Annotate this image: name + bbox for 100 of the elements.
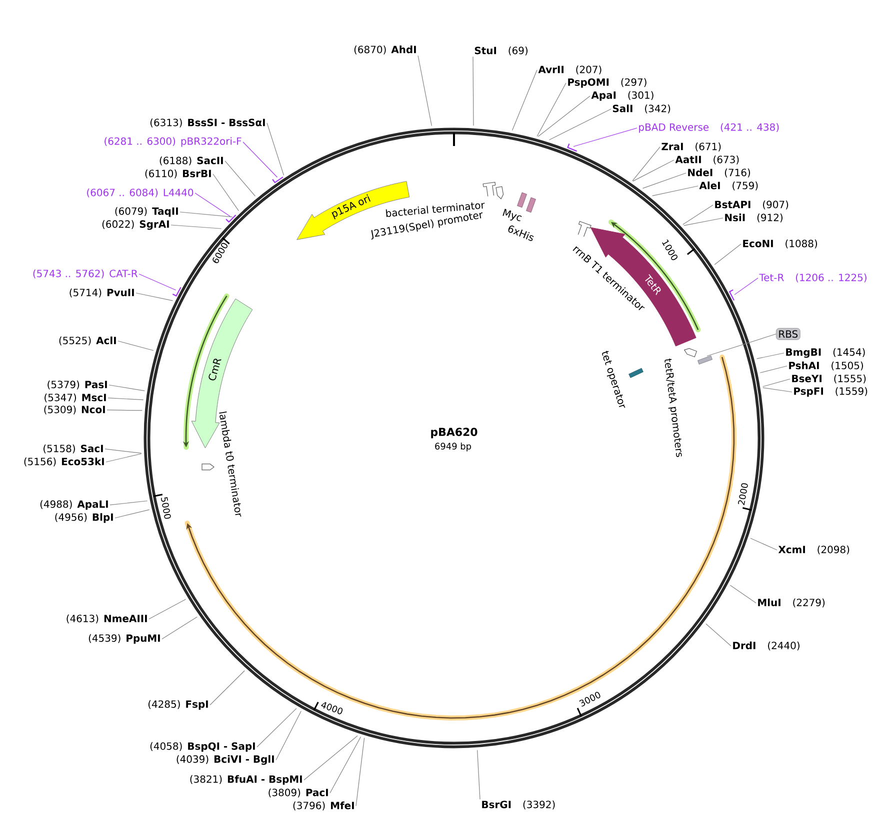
site-label: (5158) SacI <box>44 444 103 454</box>
site-label: NdeI (716) <box>688 168 750 178</box>
site-label: (5714) PvuII <box>70 288 134 298</box>
site-label: (4039) BciVI - BglI <box>176 755 274 765</box>
leader-line <box>714 244 742 265</box>
leader-line <box>756 352 784 360</box>
leader-line <box>162 616 198 640</box>
leader-line <box>266 122 284 176</box>
leader-line <box>734 278 758 295</box>
site-label: (6079) TaqII <box>115 207 178 217</box>
plasmid-name: pBA620 <box>431 428 478 438</box>
tick-label: 4000 <box>321 702 343 714</box>
leader-line <box>108 384 145 392</box>
tick-label: 2000 <box>738 483 748 506</box>
leader-line <box>652 186 698 196</box>
site-label: ZraI (671) <box>662 142 721 152</box>
site-label: StuI (69) <box>474 46 528 56</box>
feature-label: 6xHis <box>508 226 534 241</box>
site-label: BstAPI (907) <box>715 200 788 210</box>
leader-line <box>224 160 256 196</box>
leader-line <box>538 96 590 137</box>
leader-line <box>573 128 638 147</box>
leader-line <box>762 387 792 392</box>
site-label: (6870) AhdI <box>354 46 416 54</box>
leader-line <box>356 738 365 806</box>
leader-line <box>148 598 186 620</box>
leader-line <box>512 70 538 131</box>
site-label: (5525) AclI <box>59 336 116 346</box>
site-label: (4956) BlpI <box>55 513 113 523</box>
feature-label: tetR/tetA promoters <box>664 358 682 458</box>
site-label: PshAI (1505) <box>789 362 863 370</box>
size-label: 6949 bp <box>435 442 472 452</box>
site-label: PspOMI (297) <box>568 78 646 88</box>
leader-line <box>642 172 686 189</box>
site-label: BmgBI (1454) <box>786 348 865 358</box>
site-label: DrdI (2440) <box>733 642 800 650</box>
site-label: AvrII (207) <box>538 66 602 74</box>
primer-label: Tet-R (1206 .. 1225) <box>759 274 866 282</box>
site-label: (4285) FspI <box>148 700 208 710</box>
leader-line <box>210 670 245 706</box>
leader-line <box>730 584 756 604</box>
primer-label: (5743 .. 5762) CAT-R <box>33 270 138 278</box>
site-label: (4539) PpuMI <box>88 634 160 644</box>
feature-label: Myc <box>502 208 522 222</box>
site-label: EcoNI (1088) <box>743 240 818 248</box>
leader-line <box>304 735 358 780</box>
site-label: (6313) BssSI - BssSαI <box>150 118 265 128</box>
site-label: (4058) BspQI - SapI <box>150 742 255 752</box>
site-label: AatII (673) <box>675 156 739 164</box>
tick-label: 5000 <box>161 497 171 519</box>
leader-line <box>108 398 144 400</box>
leader-line <box>684 218 724 226</box>
site-label: MluI (2279) <box>758 598 825 608</box>
leader-line <box>104 448 142 454</box>
site-label: (5309) NcoI <box>44 406 105 414</box>
leader-line <box>706 334 776 356</box>
tick-label: 3000 <box>579 692 600 707</box>
leader-line <box>256 708 297 748</box>
leader-line <box>632 160 674 182</box>
leader-line <box>632 146 660 182</box>
site-label: (5379) PasI <box>48 380 107 390</box>
leader-line <box>180 212 233 218</box>
leader-line <box>418 55 432 126</box>
site-label: BsrGI (3392) <box>482 800 555 810</box>
leader-line <box>330 736 362 794</box>
leader-line <box>682 204 714 225</box>
leader-line <box>212 174 239 212</box>
leader-line <box>114 509 150 518</box>
leader-line <box>118 340 154 351</box>
primer-label: (6067 .. 6084) L4440 <box>87 188 194 198</box>
site-label: PspFI (1559) <box>794 387 868 397</box>
site-label: (6188) SacII <box>160 156 223 166</box>
leader-line <box>170 224 222 229</box>
leader-line <box>194 192 230 217</box>
leader-line <box>477 750 480 800</box>
site-label: (6110) BsrBI <box>145 170 211 178</box>
primer-label: pBAD Reverse (421 .. 438) <box>639 123 779 133</box>
leader-line <box>138 274 176 290</box>
site-label: (5156) Eco53kI <box>24 458 104 466</box>
leader-line <box>106 453 142 462</box>
site-label: (3796) MfeI <box>293 802 354 810</box>
site-label: BseYI (1555) <box>792 374 866 384</box>
leader-line <box>548 108 612 140</box>
site-label: (6022) SgrAI <box>102 220 169 230</box>
site-label: SalI (342) <box>612 104 670 114</box>
site-label: NsiI (912) <box>725 214 782 222</box>
site-label: AleI (759) <box>699 182 758 190</box>
site-label: XcmI (2098) <box>778 546 850 554</box>
site-label: (5347) MscI <box>44 394 106 402</box>
leader-line <box>706 623 732 646</box>
leader-line <box>750 538 778 550</box>
leader-line <box>136 292 174 301</box>
leader-line <box>110 500 148 506</box>
leader-line <box>276 710 302 760</box>
leader-line <box>106 410 143 411</box>
feature-box: RBS <box>776 328 800 340</box>
leader-line <box>472 56 474 126</box>
site-label: (4613) NmeAIII <box>66 614 147 624</box>
primer-label: (6281 .. 6300) pBR322ori-F <box>104 137 242 147</box>
site-label: (4988) ApaLI <box>40 500 108 510</box>
